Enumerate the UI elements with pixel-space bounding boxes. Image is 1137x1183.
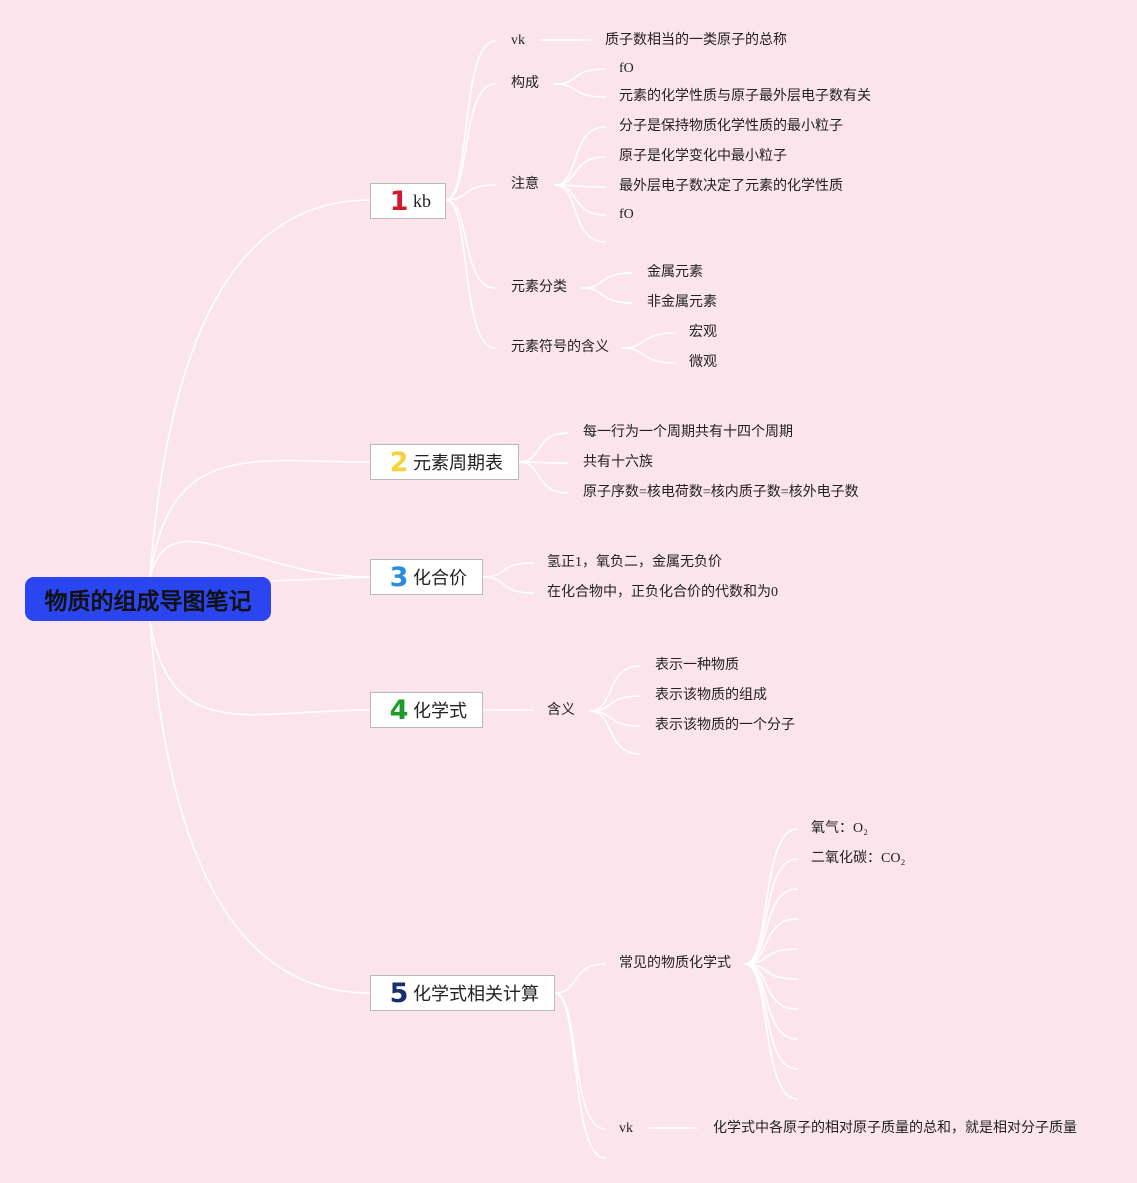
link-b4-leaf-4 [589,710,641,755]
leaf-2-1[interactable]: 每一行为一个周期共有十四个周期 [583,425,793,440]
leaf-5-2-1[interactable]: 化学式中各原子的相对原子质量的总和，就是相对分子质量 [713,1121,1077,1136]
topic-1-2[interactable]: 构成 [511,76,539,91]
topic-4-1[interactable]: 含义 [547,703,575,718]
branch-1-node[interactable]: 1 kb [370,183,446,219]
link-b2-leaf-3 [518,461,569,494]
leaf-1-3-4[interactable]: fO [619,207,634,222]
branch-5-node[interactable]: 5 化学式相关计算 [370,975,555,1011]
branch-5-label: 化学式相关计算 [413,984,539,1005]
link-zy-leaf-2 [554,156,606,186]
topic-1-1[interactable]: vk [511,33,525,48]
topic-1-4[interactable]: 元素分类 [511,280,567,295]
branch-2-number: 2 [389,446,409,478]
leaf-4-1-3[interactable]: 表示该物质的一个分子 [655,718,795,733]
link-root-b3 [149,540,371,578]
leaf-1-1-1[interactable]: 质子数相当的一类原子的总称 [605,33,787,48]
leaf-3-1[interactable]: 氢正1，氧负二，金属无负价 [547,555,722,570]
link-b2-leaf-1 [518,432,569,463]
leaf-1-3-1[interactable]: 分子是保持物质化学性质的最小粒子 [619,119,843,134]
link-b1-topic-1 [445,40,496,201]
topic-5-2[interactable]: vk [619,1121,633,1136]
leaf-1-5-2[interactable]: 微观 [689,355,717,370]
link-fhhy-leaf-1 [621,332,676,349]
link-ysfl-leaf-1 [581,272,633,289]
link-b5-topic-2 [554,992,606,1130]
link-b5-formula-8 [744,963,798,1040]
branch-1-number: 1 [389,185,409,217]
link-root-b1 [149,199,371,578]
leaf-1-2-2[interactable]: 元素的化学性质与原子最外层电子数有关 [619,89,871,104]
branch-3-number: 3 [389,561,409,593]
link-root-b2 [149,459,371,578]
link-b5-formula-2 [744,858,798,965]
link-gc-leaf-1 [554,68,606,85]
leaf-1-2-1[interactable]: fO [619,61,634,76]
leaf-1-5-1[interactable]: 宏观 [689,325,717,340]
branch-4-number: 4 [389,694,409,726]
branch-4-node[interactable]: 4 化学式 [370,692,483,728]
leaf-2-2[interactable]: 共有十六族 [583,455,653,470]
leaf-1-3-2[interactable]: 原子是化学变化中最小粒子 [619,149,787,164]
leaf-1-4-2[interactable]: 非金属元素 [647,295,717,310]
link-b3-leaf-2 [482,576,534,594]
link-b5-formula-1 [744,828,798,965]
branch-2-label: 元素周期表 [413,453,503,474]
leaf-3-2[interactable]: 在化合物中，正负化合价的代数和为0 [547,585,778,600]
link-b5-formula-4 [744,918,798,965]
branch-3-node[interactable]: 3 化合价 [370,559,483,595]
leaf-1-3-3[interactable]: 最外层电子数决定了元素的化学性质 [619,179,843,194]
link-b5-topic-1 [554,963,606,994]
link-root-b4 [149,620,371,716]
link-b5-formula-10 [744,963,798,1100]
leaf-1-4-1[interactable]: 金属元素 [647,265,703,280]
link-b5-formula-7 [744,963,798,1010]
link-root-b3-direct [270,576,371,582]
branch-4-label: 化学式 [413,701,467,722]
root-label: 物质的组成导图笔记 [44,589,252,615]
link-b1-topic-2 [445,83,496,201]
link-gc-leaf-2 [554,83,606,98]
link-b3-leaf-1 [482,562,534,578]
branch-2-node[interactable]: 2 元素周期表 [370,444,519,480]
branch-3-label: 化合价 [413,568,467,589]
link-ysfl-leaf-2 [581,287,633,304]
link-b5-formula-3 [744,888,798,965]
link-b1-topic-4 [445,199,496,289]
topic-1-3[interactable]: 注意 [511,177,539,192]
link-b4-leaf-1 [589,665,641,712]
topic-1-5[interactable]: 元素符号的含义 [511,340,609,355]
branch-1-label: kb [413,190,431,211]
link-b5-topic-3 [554,992,606,1159]
leaf-4-1-2[interactable]: 表示该物质的组成 [655,688,767,703]
link-fhhy-leaf-2 [621,347,676,364]
link-zy-leaf-4 [554,184,606,216]
link-zy-leaf-1 [554,126,606,186]
leaf-5-1-1[interactable]: 氧气：O₂ [811,821,868,836]
leaf-2-3[interactable]: 原子序数=核电荷数=核内质子数=核外电子数 [583,485,859,500]
link-zy-leaf-5 [554,184,606,243]
link-root-b5 [149,620,371,994]
branch-5-number: 5 [389,977,409,1009]
root-node[interactable]: 物质的组成导图笔记 [25,577,271,621]
link-b1-topic-3 [445,184,496,201]
leaf-4-1-1[interactable]: 表示一种物质 [655,658,739,673]
leaf-5-1-2[interactable]: 二氧化碳：CO₂ [811,851,906,866]
link-b1-topic-5 [445,199,496,349]
topic-5-1[interactable]: 常见的物质化学式 [619,956,731,971]
